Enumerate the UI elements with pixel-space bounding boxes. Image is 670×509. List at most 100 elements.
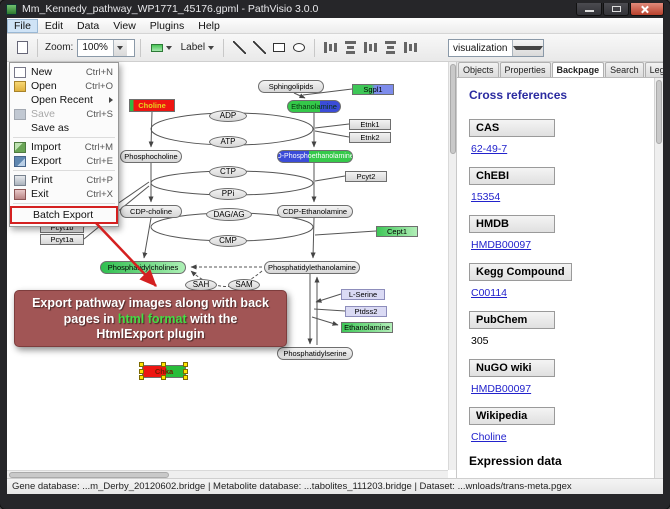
menu-data[interactable]: Data — [77, 19, 100, 32]
pathway-node-phosphatidylethanolamine[interactable]: Phosphatidylethanolamine — [264, 261, 360, 274]
pathway-node-phosphatidylserine[interactable]: Phosphatidylserine — [277, 347, 353, 360]
tab-legend[interactable]: Legend — [644, 62, 663, 77]
align-left-button[interactable] — [320, 38, 340, 58]
new-datanode-button[interactable] — [146, 38, 176, 58]
menu-plugins[interactable]: Plugins — [149, 19, 185, 32]
xref-value[interactable]: 62-49-7 — [471, 143, 508, 155]
pathway-node-etnk1[interactable]: Etnk1 — [349, 119, 391, 130]
menu-item-shortcut: Ctrl+N — [85, 66, 113, 78]
pathway-node-cdp-choline[interactable]: CDP-choline — [120, 205, 182, 218]
exit-icon — [14, 188, 26, 200]
pathway-node-sgpl1[interactable]: Sgpl1 — [352, 84, 394, 95]
rectangle-tool-button[interactable] — [269, 38, 289, 58]
xref-value[interactable]: 15354 — [471, 191, 501, 203]
tab-backpage[interactable]: Backpage — [551, 62, 605, 77]
new-file-button[interactable] — [12, 38, 32, 58]
tab-search[interactable]: Search — [605, 62, 644, 77]
scrollbar-thumb[interactable] — [450, 64, 456, 154]
menu-item-label: Open — [31, 80, 57, 92]
selection-handle[interactable] — [139, 375, 144, 380]
menu-help[interactable]: Help — [198, 19, 220, 32]
pathway-node-l-serine[interactable]: L-Serine — [341, 289, 385, 300]
pathway-node-cmp[interactable]: CMP — [209, 235, 247, 247]
xref-value[interactable]: C00114 — [471, 287, 508, 299]
pathway-node-sphingolipids[interactable]: Sphingolipids — [258, 80, 324, 93]
pathway-node-adp[interactable]: ADP — [209, 110, 247, 122]
pathway-node-ptdss2[interactable]: Ptdss2 — [345, 306, 387, 317]
scrollbar-thumb[interactable] — [656, 80, 662, 144]
tab-objects[interactable]: Objects — [458, 62, 499, 77]
arrow-tool-button[interactable] — [249, 38, 269, 58]
new-label-button[interactable]: Label — [176, 38, 218, 58]
visualization-dropdown-icon[interactable] — [512, 40, 543, 56]
title-bar[interactable]: Mm_Kennedy_pathway_WP1771_45176.gpml - P… — [0, 0, 670, 18]
submenu-arrow-icon — [109, 97, 113, 103]
zoom-dropdown-icon[interactable] — [112, 39, 127, 56]
distribute-v-button[interactable] — [400, 38, 420, 58]
pathway-node-phosphocholine[interactable]: Phosphocholine — [120, 150, 182, 163]
file-menu-item-batch-export[interactable]: Batch Export — [10, 206, 118, 224]
pathway-node-pcyt2[interactable]: Pcyt2 — [345, 171, 387, 182]
selection-handle[interactable] — [161, 375, 166, 380]
selection-handle[interactable] — [161, 362, 166, 367]
window-title: Mm_Kennedy_pathway_WP1771_45176.gpml - P… — [22, 3, 319, 15]
pathway-node-ethanolamine-right[interactable]: Ethanolamine — [341, 322, 393, 333]
pathway-node-ctp[interactable]: CTP — [209, 166, 247, 178]
selection-handle[interactable] — [139, 368, 144, 374]
visualization-combobox[interactable]: visualization — [448, 39, 544, 57]
pathway-node-choline-top[interactable]: Choline — [129, 99, 175, 112]
align-center-button[interactable] — [340, 38, 360, 58]
xref-header: NuGO wiki — [469, 359, 555, 377]
pathway-node-ppi[interactable]: PPi — [209, 188, 247, 200]
menu-item-label: Open Recent — [31, 94, 93, 106]
minimize-button[interactable] — [576, 2, 602, 16]
selection-handle[interactable] — [139, 362, 144, 367]
file-menu-item-save-as[interactable]: Save as — [10, 121, 118, 135]
tab-properties[interactable]: Properties — [499, 62, 551, 77]
maximize-button[interactable] — [603, 2, 629, 16]
distribute-h-button[interactable] — [380, 38, 400, 58]
pathway-node-o-phosphoethanolamine[interactable]: O-Phosphoethanolamine — [277, 150, 353, 163]
selection-handle[interactable] — [183, 375, 188, 380]
file-menu-item-open-recent[interactable]: Open Recent — [10, 93, 118, 107]
selection-handle[interactable] — [183, 368, 188, 374]
align-right-button[interactable] — [360, 38, 380, 58]
menu-edit[interactable]: Edit — [44, 19, 64, 32]
ellipse-tool-button[interactable] — [289, 38, 309, 58]
close-button[interactable] — [630, 2, 664, 16]
panel-scrollbar[interactable] — [654, 78, 663, 478]
scrollbar-thumb[interactable] — [9, 472, 169, 478]
pathway-node-cdp-ethanolamine[interactable]: CDP-Ethanolamine — [277, 205, 353, 218]
zoom-combobox[interactable]: 100% — [77, 38, 136, 57]
selection-handle[interactable] — [183, 362, 188, 367]
maximize-icon — [612, 5, 621, 12]
xref-header: Wikipedia — [469, 407, 555, 425]
pathway-node-cept1[interactable]: Cept1 — [376, 226, 418, 237]
pathway-node-pcyt1a[interactable]: Pcyt1a — [40, 234, 84, 245]
canvas-horizontal-scrollbar[interactable] — [7, 470, 448, 478]
xref-value[interactable]: HMDB00097 — [471, 383, 532, 395]
xref-value[interactable]: HMDB00097 — [471, 239, 532, 251]
menu-item-label: Import — [31, 141, 61, 153]
menu-file[interactable]: File — [7, 18, 38, 33]
xref-value[interactable]: Choline — [471, 431, 507, 443]
pathway-node-dag[interactable]: DAG/AG — [206, 208, 252, 221]
pathway-node-atp[interactable]: ATP — [209, 136, 247, 148]
line-tool-button[interactable] — [229, 38, 249, 58]
menu-view[interactable]: View — [113, 19, 136, 32]
pathway-node-ethanolamine-top[interactable]: Ethanolamine — [287, 100, 341, 113]
toolbar-separator — [223, 38, 225, 57]
pathway-node-phosphatidylcholines[interactable]: Phosphatidylcholines — [100, 261, 186, 274]
pathway-node-etnk2[interactable]: Etnk2 — [349, 132, 391, 143]
canvas-vertical-scrollbar[interactable] — [448, 62, 456, 470]
